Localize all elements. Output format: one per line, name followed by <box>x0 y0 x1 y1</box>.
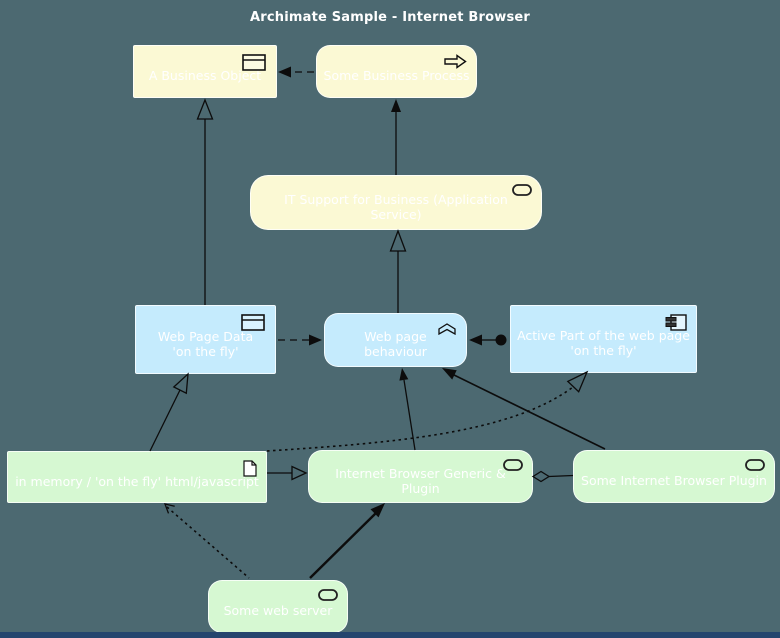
edge-webserver-serves-browser-arrow <box>309 503 385 579</box>
edge-inmemory-realizes-browser-hollow-triangle <box>267 465 308 481</box>
bottom-edge-bar <box>0 632 780 638</box>
edge-inmemory-realizes-activepart-dotted-triangle <box>266 370 589 452</box>
edge-inmemory-realizes-data-hollow-triangle <box>149 372 189 452</box>
component-icon <box>665 314 687 331</box>
service-oval-icon <box>745 459 765 471</box>
edge-process-to-object-dashed-arrow <box>278 66 314 78</box>
node-web-server[interactable]: Some web server <box>208 580 348 633</box>
node-label: A Business Object <box>148 68 262 83</box>
process-arrow-icon <box>444 54 467 69</box>
business-object-icon <box>241 314 265 331</box>
node-label: IT Support for Business (Application Ser… <box>284 191 508 222</box>
edge-data-to-behaviour-dashed-arrow <box>278 334 322 346</box>
node-browser-plugin[interactable]: Some Internet Browser Plugin <box>573 450 775 503</box>
node-it-support-service[interactable]: IT Support for Business (Application Ser… <box>250 175 542 230</box>
node-web-page-data[interactable]: Web Page Data'on the fly' <box>135 305 276 374</box>
edge-webserver-accesses-inmemory-dotted-arrow <box>163 503 250 579</box>
edge-plugin-serves-behaviour-arrow <box>442 368 606 450</box>
node-web-page-behaviour[interactable]: Web page behaviour <box>324 313 467 367</box>
node-label: Active Part of the web page'on the fly' <box>517 328 690 358</box>
node-label: Some web server <box>223 603 333 618</box>
node-in-memory-artifact[interactable]: in memory / 'on the fly' html/javascript <box>7 451 267 503</box>
business-object-icon <box>242 54 266 71</box>
node-label: Internet Browser Generic & Plugin <box>335 465 506 496</box>
edge-service-serves-process-arrow <box>391 99 401 175</box>
diagram-title: Archimate Sample - Internet Browser <box>249 10 531 25</box>
edge-behaviour-realizes-service-hollow-triangle <box>389 229 407 313</box>
function-chevron-icon <box>438 323 456 335</box>
node-label: Some Business Process <box>323 68 470 83</box>
edge-data-realizes-object-hollow-triangle <box>196 98 214 305</box>
artifact-icon <box>243 460 257 477</box>
edge-browser-serves-behaviour-arrow <box>399 368 416 451</box>
service-oval-icon <box>512 184 532 196</box>
edge-activepart-assigned-behaviour-ball-arrow <box>469 334 507 346</box>
node-label: Some Internet Browser Plugin <box>581 473 767 488</box>
node-internet-browser[interactable]: Internet Browser Generic & Plugin <box>308 450 533 503</box>
node-label: Web Page Data'on the fly' <box>157 328 254 359</box>
service-oval-icon <box>318 589 338 601</box>
service-oval-icon <box>503 459 523 471</box>
node-label: Web page behaviour <box>364 329 427 359</box>
node-a-business-object[interactable]: A Business Object <box>133 45 277 98</box>
edge-browser-aggregates-plugin-diamond <box>531 470 574 483</box>
node-active-part[interactable]: Active Part of the web page'on the fly' <box>510 305 697 373</box>
node-some-business-process[interactable]: Some Business Process <box>316 45 477 98</box>
node-label: in memory / 'on the fly' html/javascript <box>15 473 259 489</box>
